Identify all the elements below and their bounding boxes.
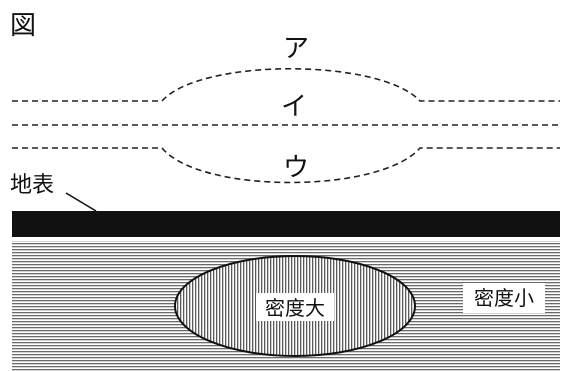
ground-label: 地表: [10, 173, 54, 198]
figure-title: 図: [10, 11, 36, 41]
line-u: [12, 147, 560, 184]
line-i-label: イ: [281, 92, 307, 122]
low-density-label: 密度小: [474, 286, 534, 310]
ground-leader-line: [65, 192, 97, 212]
line-a: [12, 67, 560, 102]
ground-surface: [12, 211, 560, 237]
low-density-label-bg: [463, 283, 545, 313]
line-a-label: ア: [283, 34, 309, 64]
high-density-label: 密度大: [265, 296, 325, 320]
high-density-label-bg: [256, 293, 334, 321]
line-u-label: ウ: [283, 153, 309, 183]
